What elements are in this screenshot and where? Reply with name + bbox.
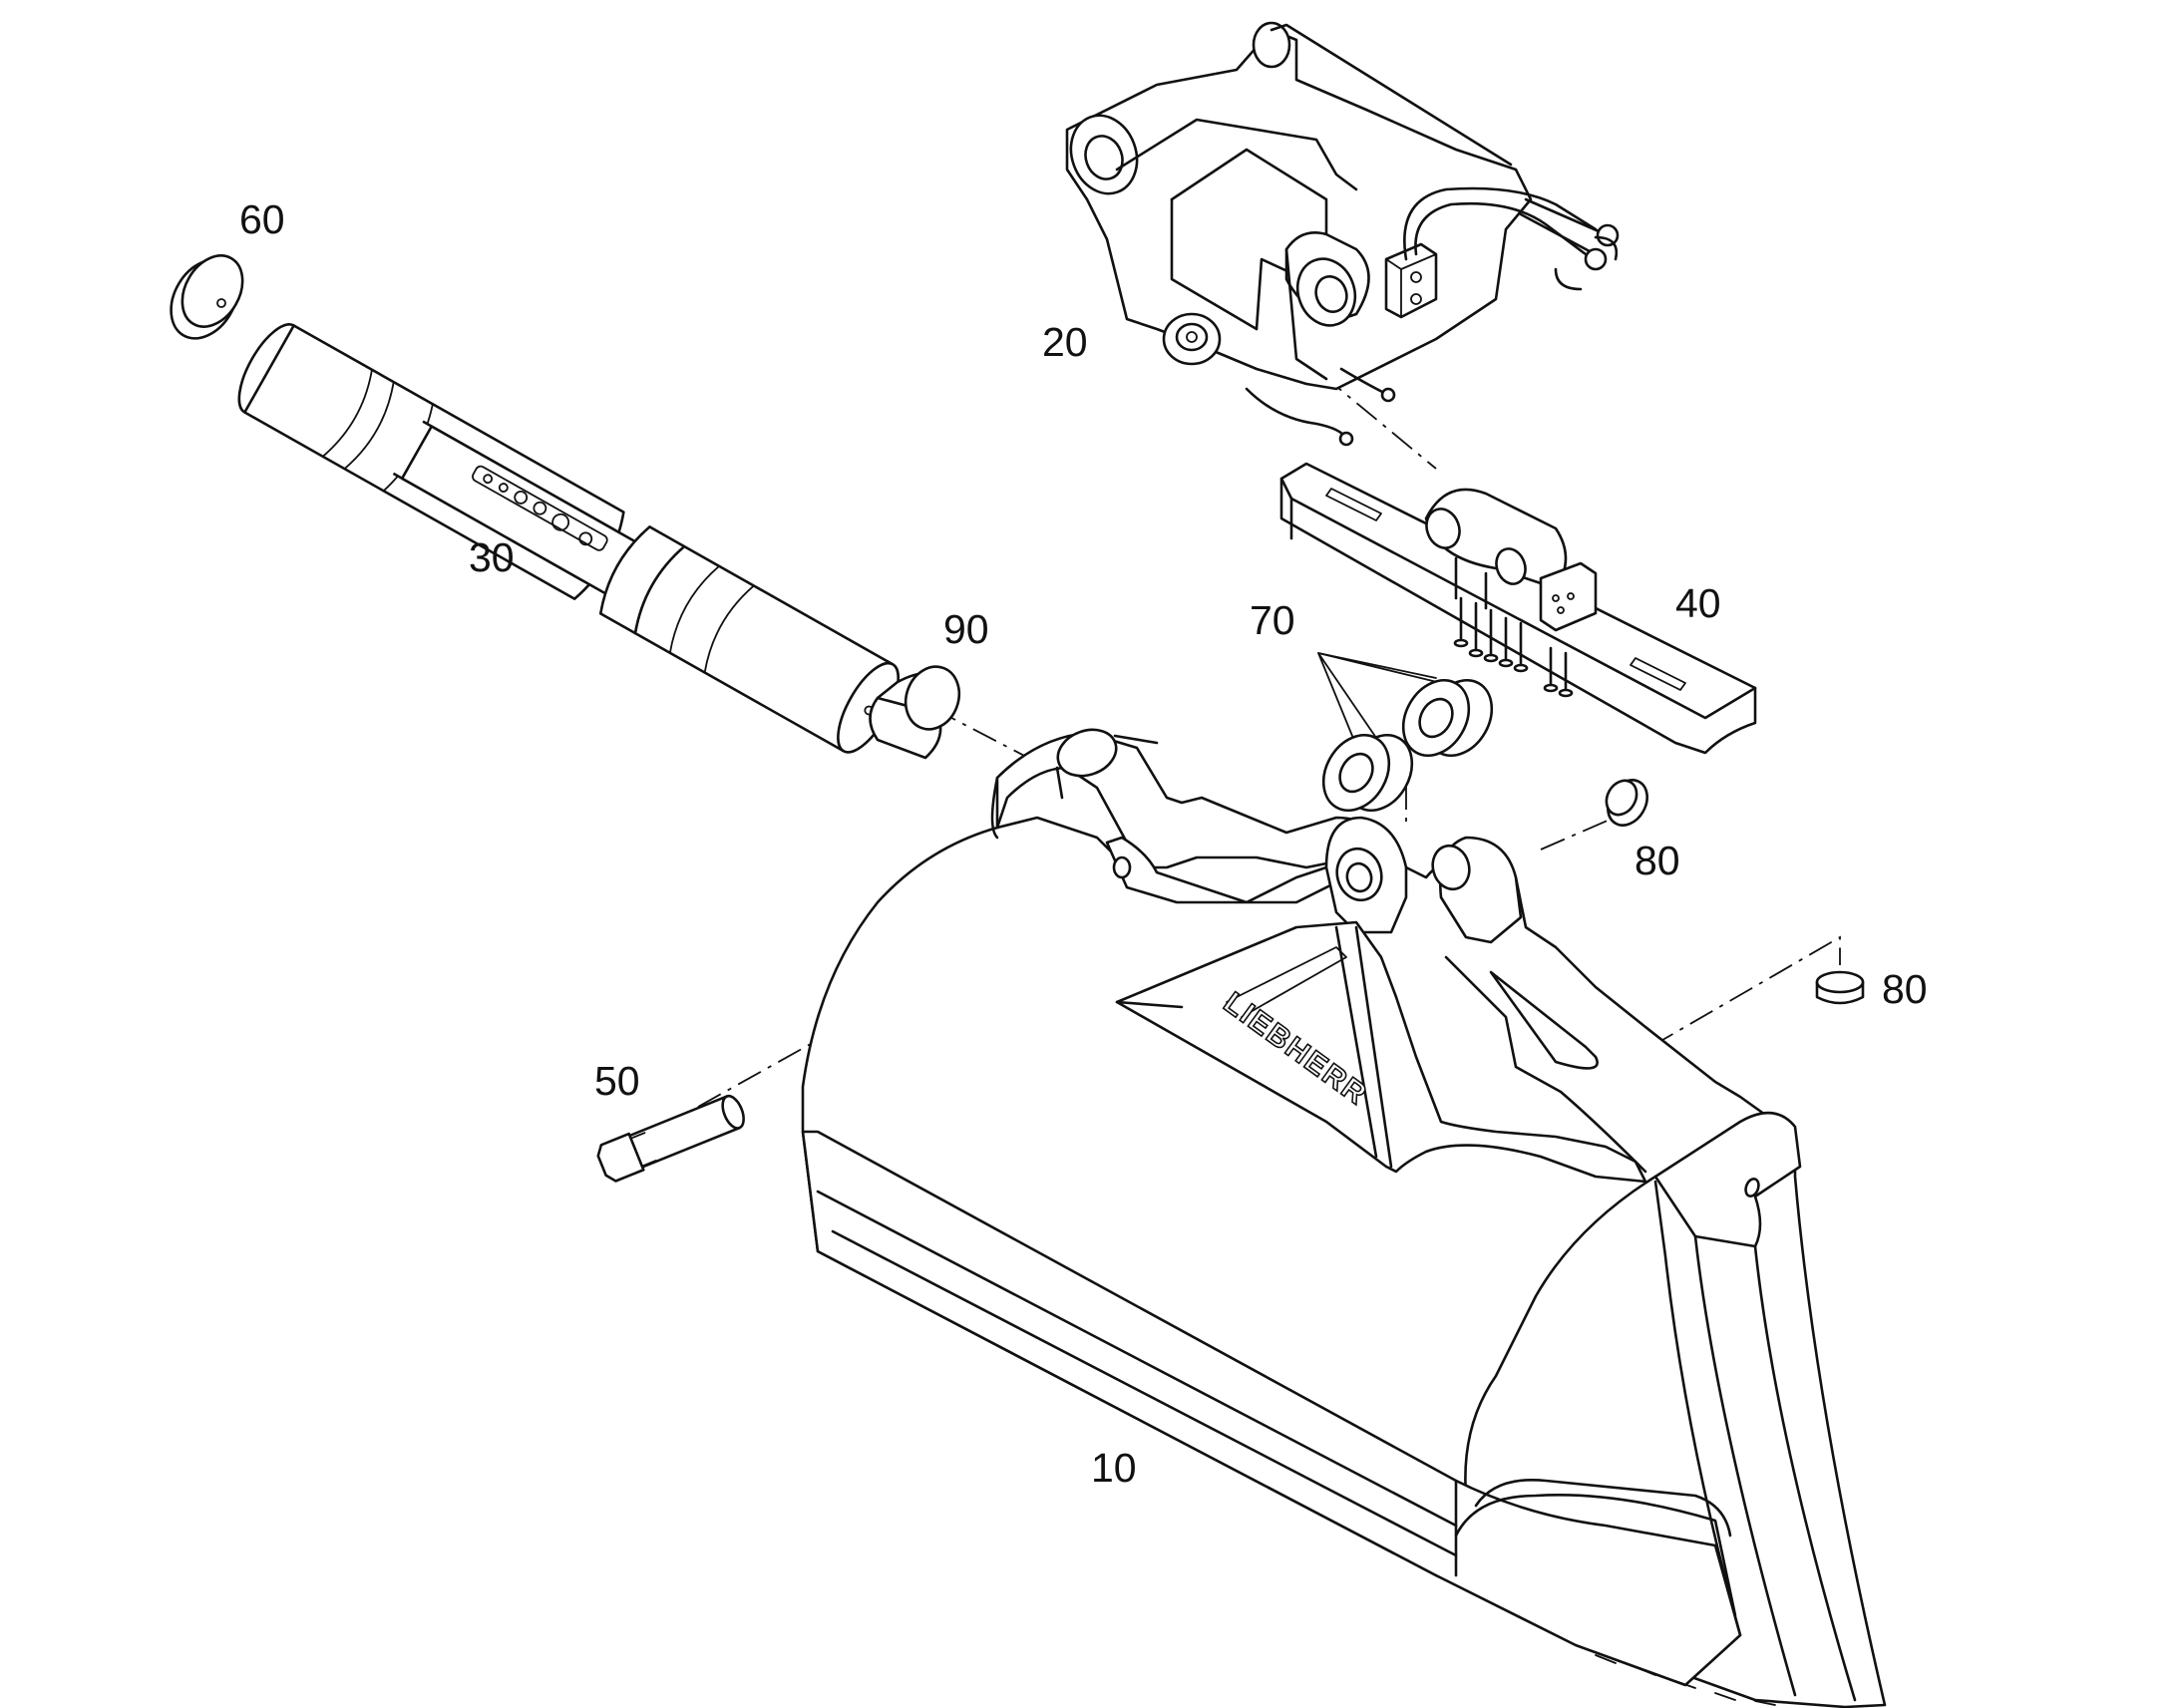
callout-20: 20: [1042, 319, 1088, 365]
distributor-bar-clamp: [1424, 488, 1568, 610]
bucket-shell: [801, 731, 1887, 1708]
coupler-lock-mechanism: [1162, 312, 1222, 366]
callout-80-upper: 80: [1635, 838, 1680, 883]
coupler-valve-block: [1384, 242, 1438, 319]
quick-coupler-20: [1065, 21, 1620, 447]
axis-line-80-upper: [1540, 812, 1627, 851]
distributor-bar-40: [1279, 462, 1757, 755]
pin-50: [596, 1094, 745, 1183]
leader-70: [1317, 652, 1437, 759]
callout-labels: 10 20 30 40 50 60 70 80 80 90: [239, 196, 1928, 1491]
plug-80-lower: [1815, 970, 1865, 1005]
coupler-hydraulic-hoses: [1245, 186, 1620, 447]
bucket-left-ear: [1324, 816, 1408, 934]
callout-80-lower: 80: [1882, 966, 1928, 1012]
bushings-70: [1317, 652, 1494, 813]
callout-90: 90: [943, 606, 989, 652]
callout-60: 60: [239, 196, 285, 242]
axis-line-20-40: [1320, 373, 1437, 470]
bucket-lip-and-cutting-edge: [801, 1130, 1776, 1706]
distributor-bar-bolts: [1453, 596, 1574, 698]
callout-10: 10: [1091, 1445, 1137, 1491]
bucket-upper-cross-tube: [1105, 836, 1338, 904]
bushing-70-lower: [1321, 733, 1414, 813]
bucket-right-ear: [1431, 836, 1523, 944]
callout-50: 50: [594, 1058, 640, 1104]
axis-line-80-lower: [1649, 935, 1841, 1048]
callout-70: 70: [1250, 597, 1295, 643]
callout-30: 30: [469, 534, 515, 580]
bushing-90: [869, 665, 961, 760]
bucket-side-plate: [1464, 1111, 1857, 1702]
end-cap-60: [170, 254, 244, 340]
shaft-30: [237, 323, 900, 754]
distributor-bar-block: [1539, 561, 1598, 632]
bushing-70-upper: [1401, 678, 1494, 758]
plug-80-upper: [1605, 779, 1648, 827]
shaft-port-holes: [472, 465, 608, 551]
bucket-10: LIEBHERR: [801, 728, 1887, 1708]
callout-40: 40: [1675, 580, 1721, 626]
